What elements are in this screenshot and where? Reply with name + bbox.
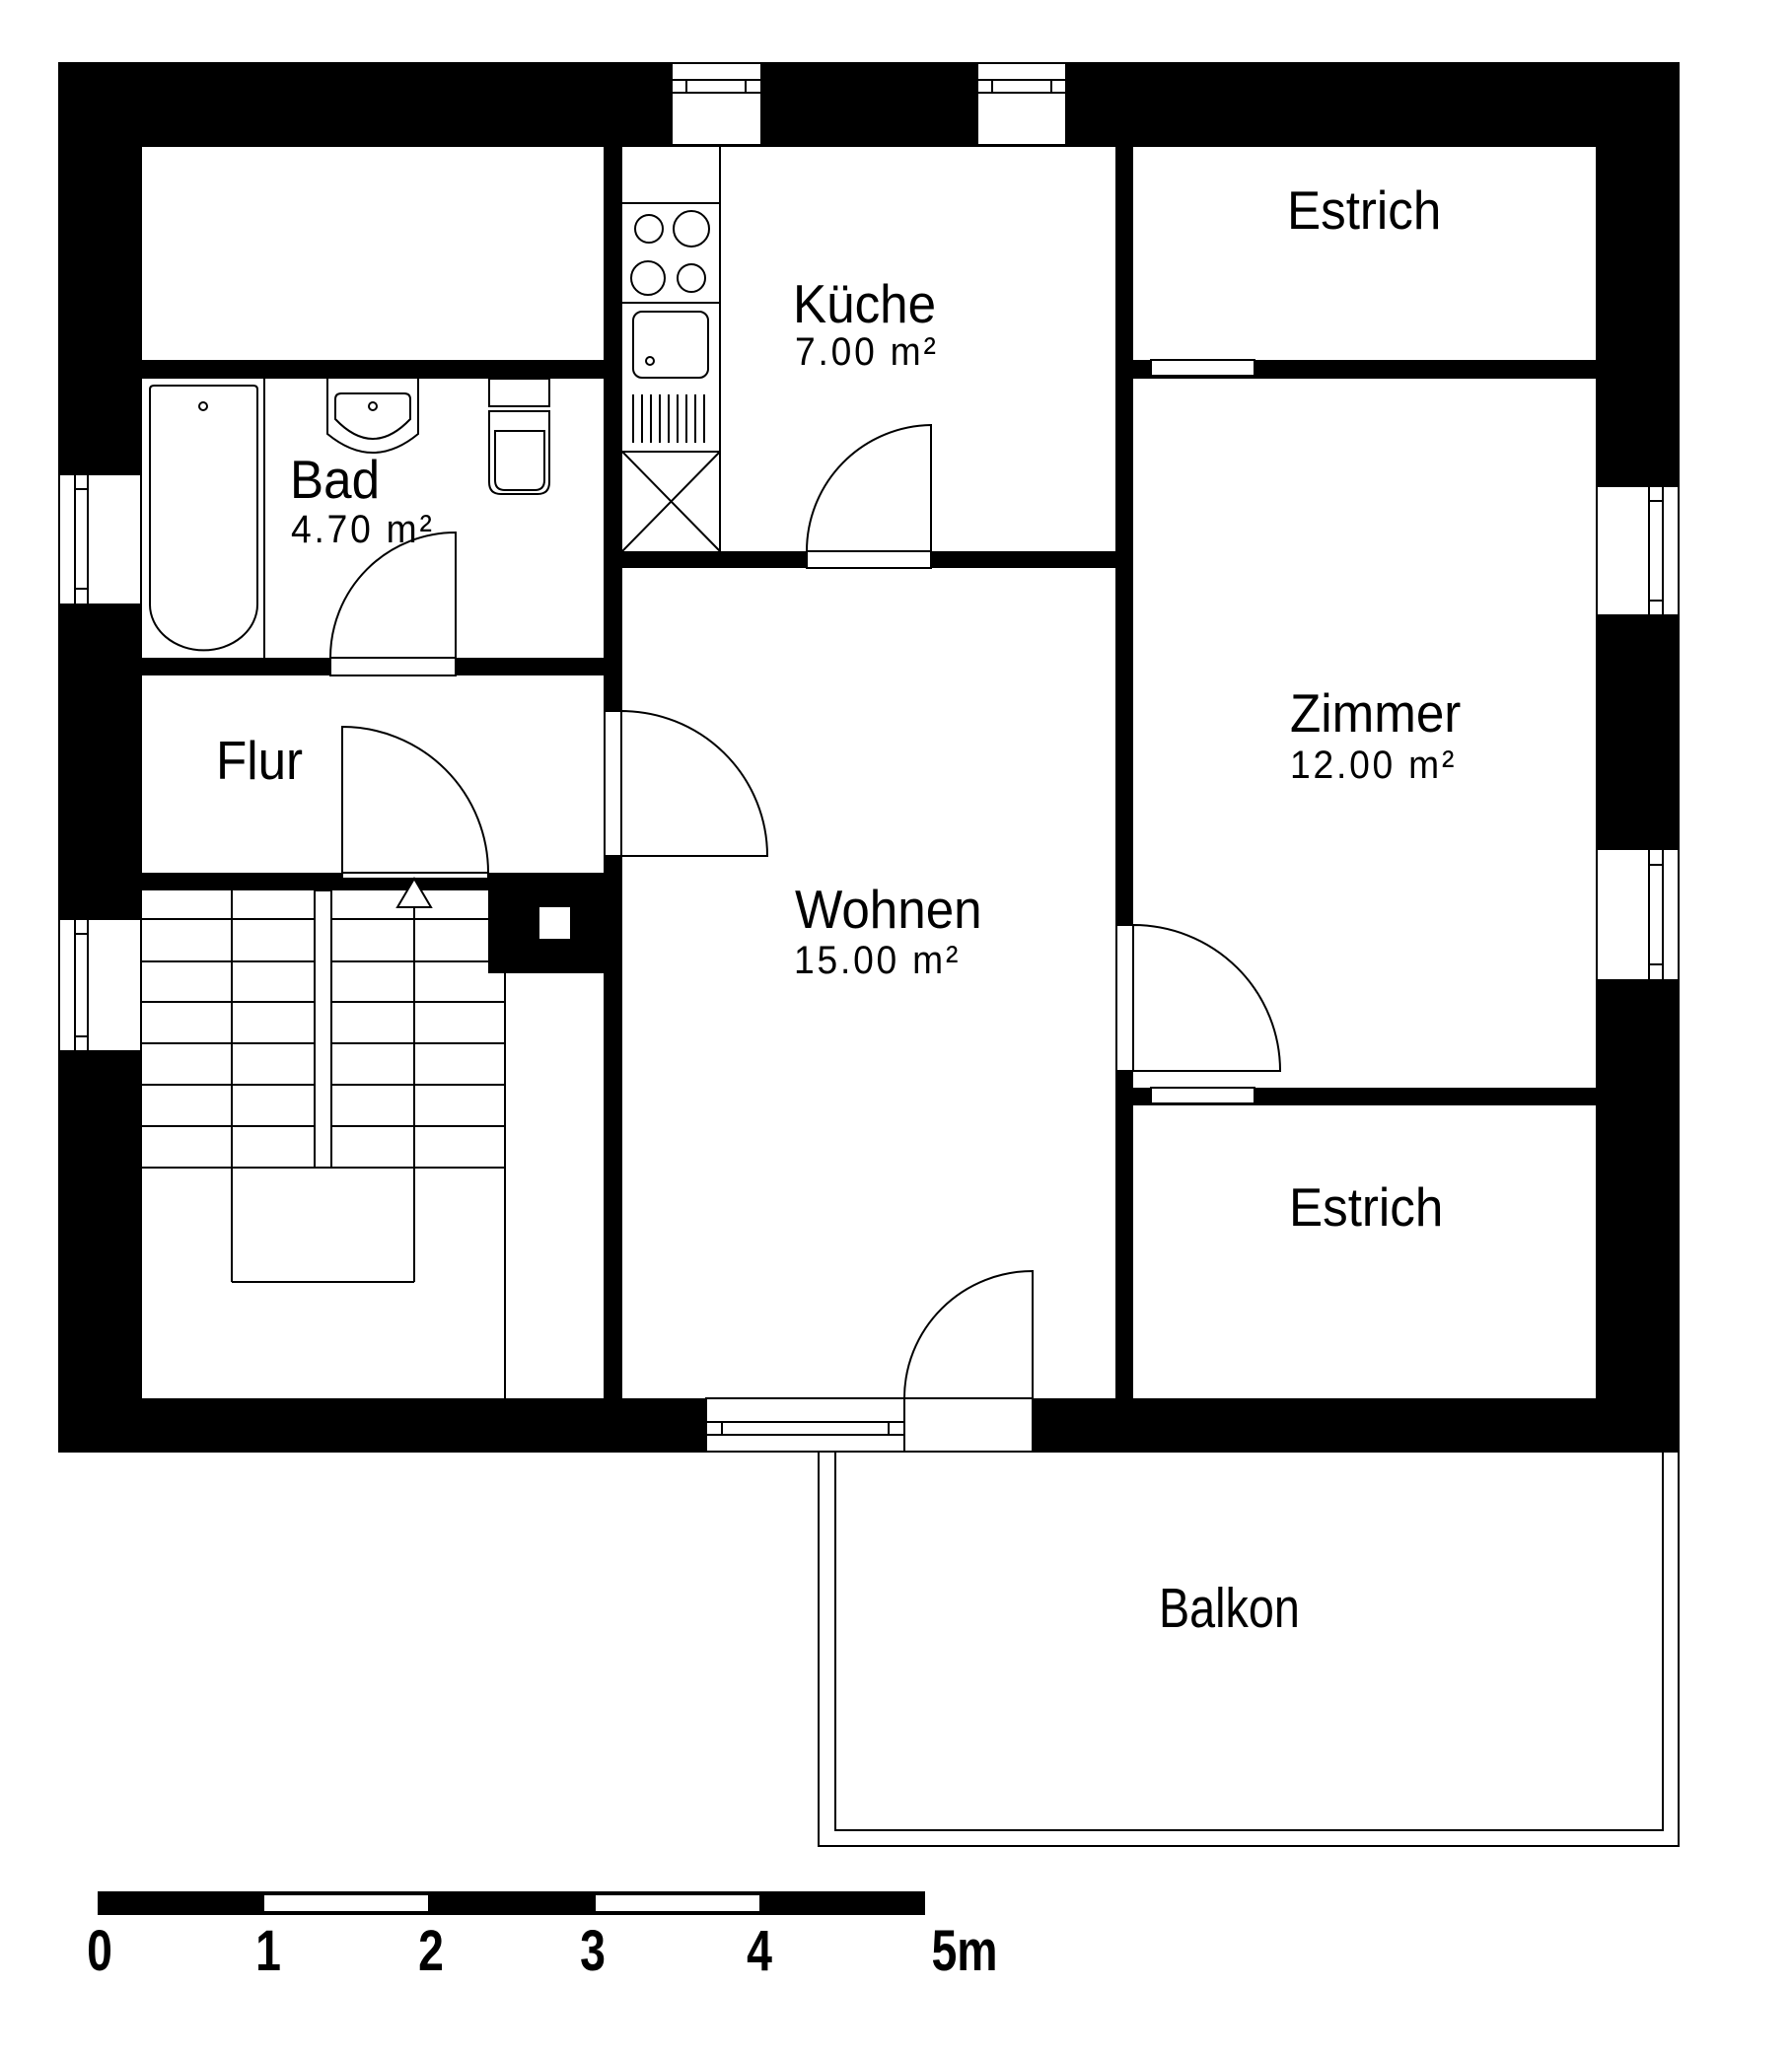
drainer-icon	[632, 394, 705, 443]
room-label-zimmer: Zimmer	[1290, 682, 1462, 744]
washbasin-icon	[326, 379, 419, 454]
door-wohnen-left	[604, 710, 769, 857]
bathtub-icon	[149, 385, 258, 652]
scale-tick-1: 1	[255, 1919, 281, 1983]
sink-icon	[632, 311, 709, 379]
scale-tick-3: 3	[580, 1919, 606, 1983]
stair-arrow-head	[395, 877, 433, 908]
scale-tick-4: 4	[747, 1919, 772, 1983]
toilet-icon	[488, 378, 550, 495]
room-label-bad: Bad	[290, 449, 381, 510]
stove-icon	[630, 210, 710, 296]
window-bad	[58, 473, 142, 605]
window-kitchen-2	[976, 62, 1067, 146]
doors	[329, 359, 1282, 1453]
zimmer-floor	[1133, 379, 1596, 1088]
chimney-block	[488, 873, 604, 973]
scale-tick-2: 2	[418, 1919, 444, 1983]
window-wohnen	[705, 1397, 905, 1453]
room-area-kueche: 7.00 m²	[795, 330, 939, 374]
kueche-floor	[622, 147, 1115, 551]
room-label-estrich-top: Estrich	[1287, 179, 1442, 241]
fridge-icon	[621, 451, 721, 552]
door-balkon	[903, 1269, 1034, 1453]
estrich-bottom-floor	[1133, 1105, 1596, 1398]
balcony-railing	[818, 1453, 1680, 1847]
window-zimmer-2	[1596, 848, 1680, 981]
bathroom-fixtures	[149, 378, 550, 658]
scale-bar	[98, 1891, 925, 1915]
estrich-top-floor	[1133, 147, 1596, 360]
room-label-kueche: Küche	[793, 273, 937, 334]
staircase-icon	[142, 877, 506, 1398]
room-label-wohnen: Wohnen	[795, 879, 982, 940]
flur-floor	[142, 675, 604, 873]
door-estrich-bottom	[1150, 1087, 1255, 1104]
door-estrich-top	[1150, 359, 1255, 377]
room-label-estrich-bottom: Estrich	[1289, 1176, 1444, 1238]
kitchen-fixtures	[621, 147, 721, 552]
bad-floor	[142, 379, 604, 658]
scale-tick-0: 0	[87, 1919, 112, 1983]
window-stairwell	[58, 918, 142, 1052]
window-kitchen-1	[671, 62, 762, 146]
stair-side-floor	[505, 973, 604, 1398]
door-bad	[329, 531, 457, 676]
room-area-wohnen: 15.00 m²	[794, 939, 962, 982]
room-label-balkon: Balkon	[1159, 1577, 1300, 1640]
window-zimmer-1	[1596, 485, 1680, 616]
door-zimmer	[1115, 924, 1282, 1072]
door-kueche	[806, 423, 932, 569]
scale-tick-5m: 5m	[931, 1919, 998, 1983]
storage-room-top-left	[142, 147, 604, 360]
room-label-flur: Flur	[216, 730, 304, 791]
windows	[58, 62, 1680, 1453]
room-area-zimmer: 12.00 m²	[1290, 744, 1458, 787]
room-area-bad: 4.70 m²	[291, 508, 435, 551]
wohnen-floor	[622, 568, 1115, 1398]
